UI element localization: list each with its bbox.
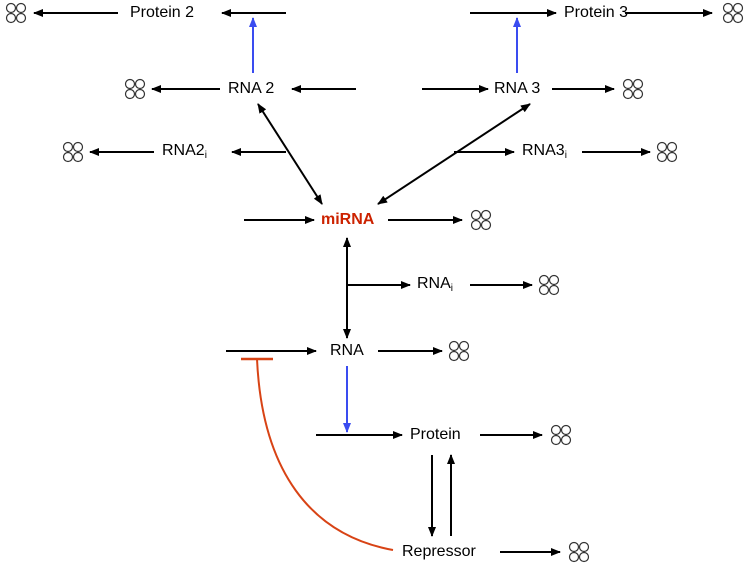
arrow-rna2-mirna-binding [257,103,323,205]
degradation-icon [448,340,470,367]
repression-curve [256,358,394,551]
arrow-rna3-mirna-binding [377,103,531,205]
node-rna2: RNA 2 [228,80,275,97]
degradation-icon [622,78,644,105]
node-rna: RNA [330,342,364,359]
degradation-icon [470,209,492,236]
degradation-icon [656,141,678,168]
node-rna3: RNA 3 [494,80,541,97]
node-protein: Protein [410,426,461,443]
node-rna2i: RNA2i [162,142,207,161]
degradation-icon [568,541,590,568]
degradation-icon [124,78,146,105]
degradation-icon [550,424,572,451]
degradation-icon [538,274,560,301]
node-protein3: Protein 3 [564,4,629,21]
degradation-icon [5,2,27,29]
degradation-icon [62,141,84,168]
node-mirna: miRNA [321,211,375,228]
node-protein2: Protein 2 [130,4,195,21]
node-rnai: RNAi [417,275,454,294]
node-repressor: Repressor [402,543,476,560]
degradation-icon [722,2,744,29]
node-rna3i: RNA3i [522,142,567,161]
